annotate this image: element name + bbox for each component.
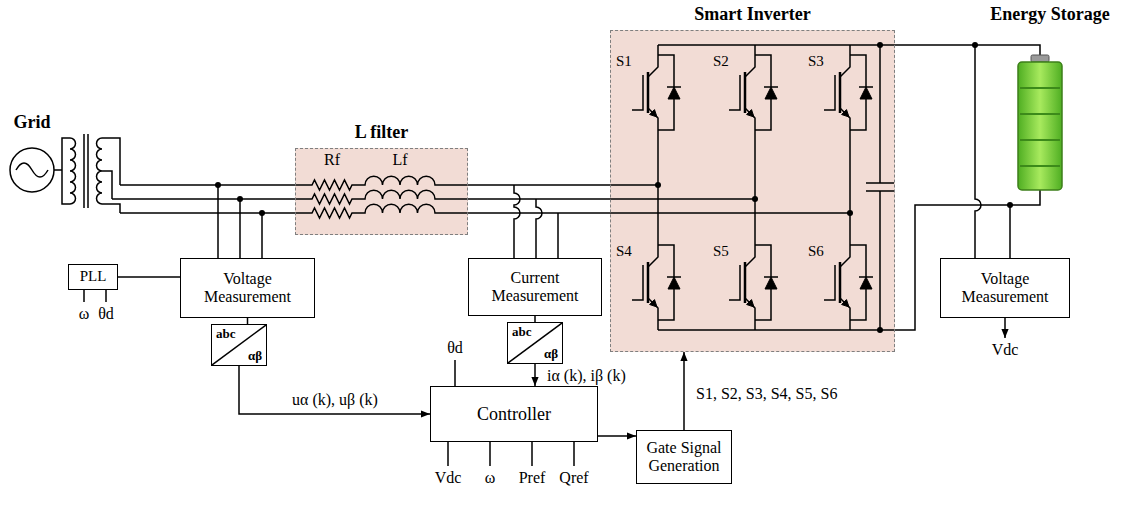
process-box: Gate Signal Generation <box>636 430 732 484</box>
dc-voltage-tap <box>975 45 1010 258</box>
switch-name: S5 <box>713 242 729 260</box>
signal-connector <box>118 276 180 278</box>
junction-dot <box>752 196 758 202</box>
primary-coil <box>70 138 76 204</box>
component-name: Rf <box>324 150 340 169</box>
pll-box: PLL <box>68 264 118 290</box>
battery-cells <box>1020 88 1060 166</box>
junction-dot <box>215 182 221 188</box>
switch-s6 <box>824 235 873 330</box>
measurement-box: Voltage Measurement <box>180 258 315 318</box>
grid-source <box>10 148 54 192</box>
transform-box: abcαβ <box>211 324 267 366</box>
junction-dot <box>972 42 978 48</box>
transformer-symbol <box>54 134 120 213</box>
inverter-region-fill <box>610 30 895 352</box>
current-tap <box>514 185 558 258</box>
battery-terminal <box>1031 55 1049 62</box>
box-text: αβ <box>248 349 262 363</box>
controller-box: Controller <box>430 386 598 442</box>
box-text: Controller <box>474 404 554 425</box>
transformer-output <box>102 138 120 213</box>
measurement-box: Current Measurement <box>468 258 602 316</box>
signal-name: Pref <box>519 468 546 487</box>
box-text: Gate Signal Generation <box>637 439 731 476</box>
signal-label: uα (k), uβ (k) <box>290 390 380 409</box>
leg-midpoint <box>658 140 850 235</box>
junction-dot <box>877 42 883 48</box>
sine-symbol <box>16 163 48 177</box>
signal-connector <box>598 435 636 437</box>
part-name: Energy Storage <box>990 4 1109 26</box>
box-text: abc <box>512 325 532 339</box>
switch-name: S1 <box>616 52 632 70</box>
signal-name: ω <box>485 468 496 487</box>
region-heading: Smart Inverter <box>694 4 810 26</box>
switch-s5 <box>729 235 778 330</box>
signal-name: θd <box>98 304 114 323</box>
junction-dot <box>237 196 243 202</box>
signal-name: Vdc <box>992 340 1019 359</box>
measurement-box: Voltage Measurement <box>940 258 1070 318</box>
switch-name: S4 <box>616 242 632 260</box>
transformer-core <box>84 134 88 208</box>
junction-dot <box>259 210 265 216</box>
signal-connector <box>683 352 685 430</box>
junction-dot <box>877 327 883 333</box>
switch-name: S3 <box>808 52 824 70</box>
junction-dot <box>655 182 661 188</box>
signal-connector <box>534 364 536 386</box>
signal-label: iα (k), iβ (k) <box>545 366 628 385</box>
switch-name: S6 <box>808 242 824 260</box>
junction-dots <box>215 42 1013 333</box>
switch-name: S2 <box>713 52 729 70</box>
box-text: Voltage Measurement <box>181 270 314 307</box>
junction-dot <box>847 210 853 216</box>
component-name: Lf <box>392 150 407 169</box>
switch-s2 <box>729 45 778 140</box>
phase-a-wire <box>120 176 658 190</box>
box-text: PLL <box>77 268 110 285</box>
secondary-coil <box>97 138 102 204</box>
voltage-tap <box>218 185 262 258</box>
filter-region: L filter <box>295 148 468 235</box>
junction-dot <box>1007 202 1013 208</box>
signal-name: Vdc <box>435 468 462 487</box>
signal-name: θd <box>447 338 463 357</box>
switch-s4 <box>632 235 681 330</box>
battery-body <box>1018 62 1062 190</box>
inverter-region: Smart Inverter <box>610 30 895 352</box>
signal-connector <box>239 366 430 414</box>
signal-name: Qref <box>559 468 588 487</box>
box-text: αβ <box>544 347 558 361</box>
signal-label: S1, S2, S3, S4, S5, S6 <box>694 384 839 403</box>
switch-s3 <box>824 45 873 140</box>
box-text: abc <box>216 327 236 341</box>
filter-region-fill <box>295 148 468 235</box>
box-text: Voltage Measurement <box>941 270 1069 307</box>
signal-name: ω <box>79 304 90 323</box>
part-name: Grid <box>13 112 50 134</box>
box-text: Current Measurement <box>469 269 601 306</box>
diagonal-line <box>508 323 562 363</box>
diagonal-line <box>212 325 266 365</box>
region-heading: L filter <box>355 122 408 144</box>
transform-box: abcαβ <box>507 322 563 364</box>
phase-c-wire <box>120 204 850 218</box>
phase-wires <box>84 45 1040 466</box>
switch-s1 <box>632 45 681 140</box>
transformer-lead <box>54 138 70 204</box>
